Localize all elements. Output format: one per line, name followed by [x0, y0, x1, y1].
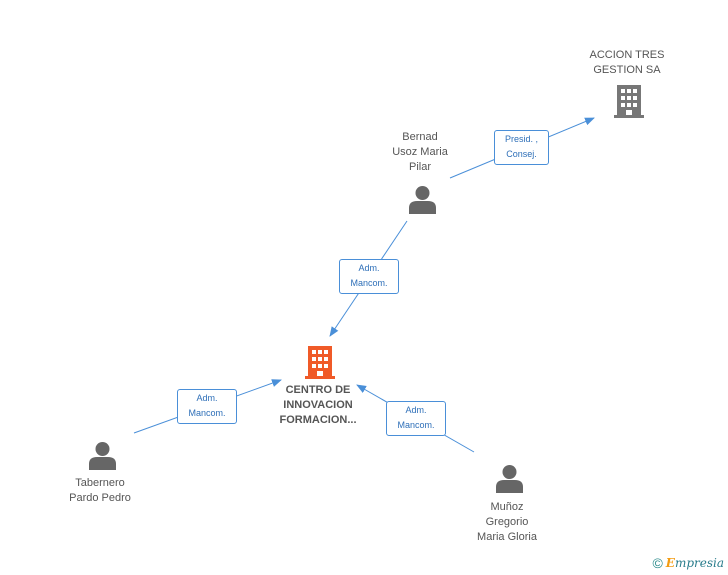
node-line: CENTRO DE	[285, 384, 351, 396]
edge-label-bernad-accion[interactable]: Presid. , Consej.	[494, 130, 549, 165]
building-icon-center[interactable]	[305, 345, 335, 379]
node-line: Maria Gloria	[477, 531, 537, 543]
node-line: Tabernero	[75, 477, 125, 489]
node-line: Bernad	[402, 131, 438, 143]
building-icon[interactable]	[614, 84, 644, 118]
edge-label-munoz-centro[interactable]: Adm. Mancom.	[386, 401, 446, 436]
edge-label-bernad-centro[interactable]: Adm. Mancom.	[339, 259, 399, 294]
edge-line: Adm.	[358, 263, 380, 273]
edge-line: Adm.	[405, 405, 427, 415]
edge-line: Consej.	[506, 149, 537, 159]
node-line: Usoz Maria	[392, 146, 448, 158]
node-line: Muñoz	[490, 501, 524, 513]
edge-line: Presid. ,	[504, 134, 538, 144]
node-label-tabernero[interactable]: Tabernero Pardo Pedro	[50, 476, 150, 506]
node-label-munoz[interactable]: Muñoz Gregorio Maria Gloria	[457, 500, 557, 545]
brand-first-letter: E	[665, 556, 675, 570]
node-line: GESTION SA	[593, 64, 661, 76]
edge-line: Mancom.	[397, 420, 435, 430]
node-label-accion-tres[interactable]: ACCION TRES GESTION SA	[576, 48, 678, 78]
edge-line: Mancom.	[350, 278, 388, 288]
node-label-centro[interactable]: CENTRO DE INNOVACION FORMACION...	[262, 383, 374, 428]
brand-rest: mpresia	[674, 556, 724, 570]
node-label-bernad[interactable]: Bernad Usoz Maria Pilar	[370, 130, 470, 175]
node-line: Pardo Pedro	[69, 492, 131, 504]
node-line: ACCION TRES	[589, 49, 665, 61]
node-line: FORMACION...	[279, 414, 357, 426]
copyright-symbol: ©	[652, 555, 663, 571]
node-line: INNOVACION	[283, 399, 353, 411]
edge-line: Adm.	[196, 393, 218, 403]
empresia-logo: ©Empresia	[652, 555, 724, 571]
edge-label-tabernero-centro[interactable]: Adm. Mancom.	[177, 389, 237, 424]
person-icon[interactable]	[408, 185, 437, 214]
node-line: Gregorio	[485, 516, 529, 528]
person-icon[interactable]	[88, 441, 117, 470]
person-icon[interactable]	[495, 464, 524, 493]
edge-line: Mancom.	[188, 408, 226, 418]
node-line: Pilar	[408, 161, 431, 173]
